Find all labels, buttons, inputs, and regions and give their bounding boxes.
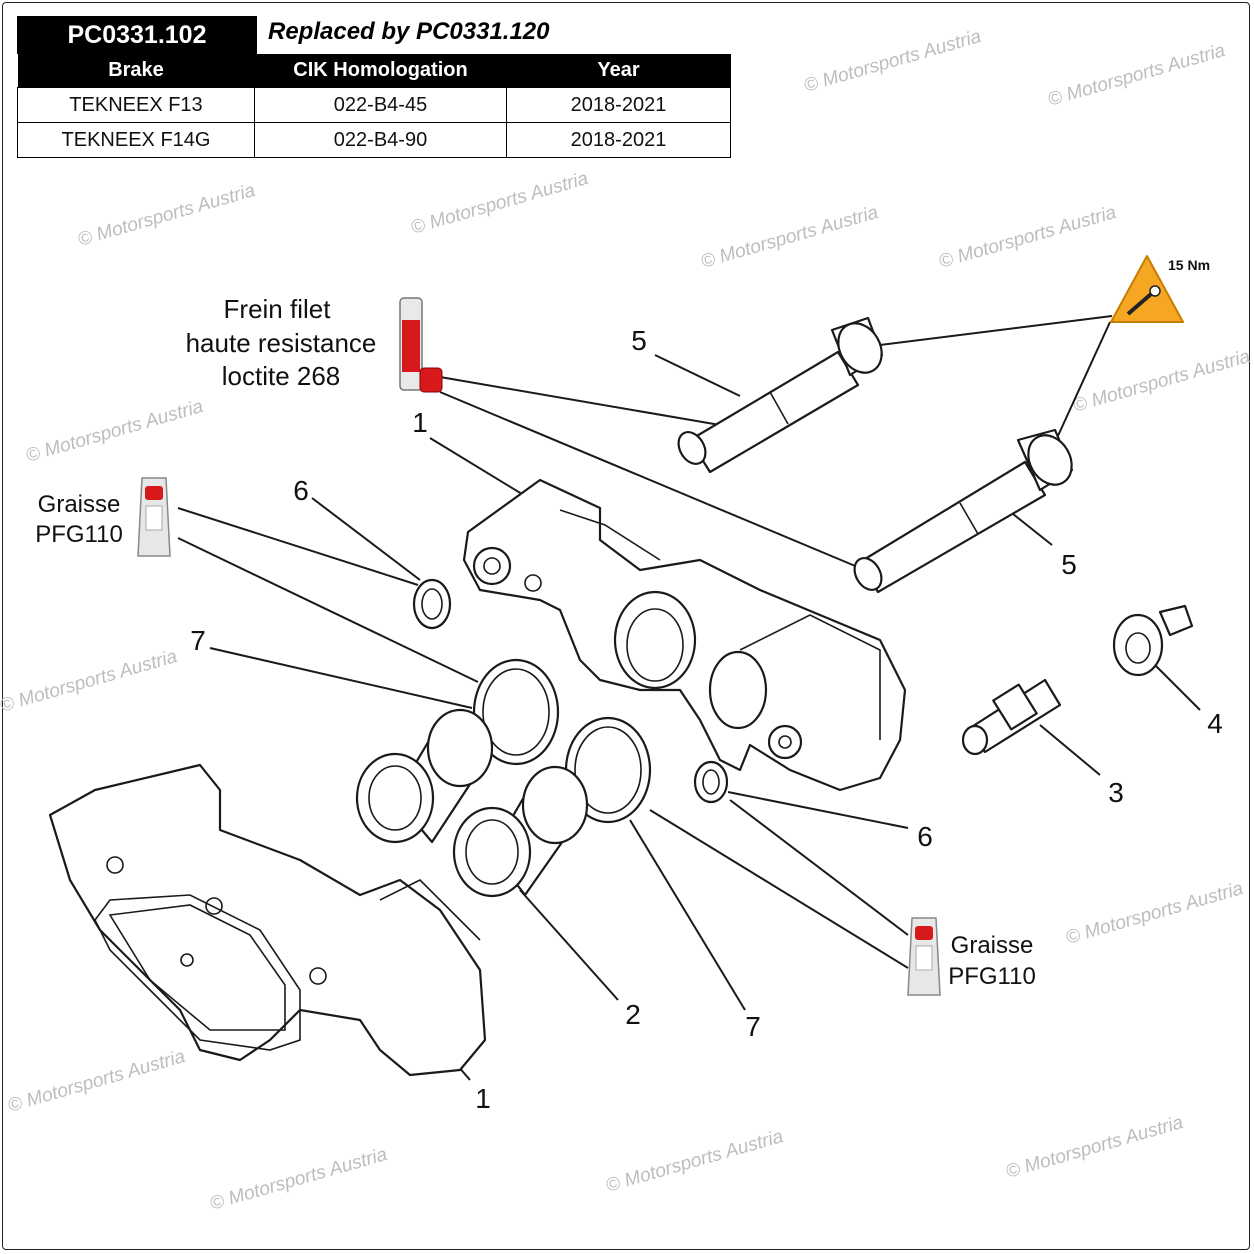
watermark: © Motorsports Austria: [604, 1126, 786, 1197]
caliper-upper: [462, 478, 907, 792]
cell-year: 2018-2021: [506, 87, 731, 123]
seal-ring-small-top: [412, 578, 452, 630]
grease-right-line-1: Graisse: [951, 932, 1034, 959]
cell-homologation: 022-B4-90: [254, 122, 507, 158]
grease-tube-right: [907, 917, 941, 996]
column-header-year: Year: [506, 54, 731, 88]
watermark: © Motorsports Austria: [0, 646, 180, 717]
piston-left: [355, 708, 494, 844]
grease-left-line-2: PFG110: [35, 521, 123, 548]
homologation-table: Brake CIK Homologation Year TEKNEEX F13 …: [17, 54, 731, 158]
cell-brake: TEKNEEX F13: [17, 87, 255, 123]
grease-note-right: Graisse PFG110: [948, 932, 1036, 990]
grease-right-line-2: PFG110: [948, 963, 1036, 990]
threadlock-line-2: haute resistance: [186, 328, 377, 358]
callout-4: 4: [1207, 708, 1223, 739]
threadlock-line-3: loctite 268: [222, 361, 341, 391]
threadlock-line-1: Frein filet: [224, 294, 332, 324]
watermark: © Motorsports Austria: [6, 1046, 188, 1117]
column-header-brake: Brake: [17, 54, 255, 88]
table-row: TEKNEEX F13 022-B4-45 2018-2021: [17, 87, 731, 123]
callout-1-bottom: 1: [475, 1083, 491, 1114]
callout-3: 3: [1108, 777, 1124, 808]
torque-value: 15 Nm: [1168, 257, 1210, 273]
watermark: © Motorsports Austria: [699, 202, 881, 273]
seal-ring-large-left: [472, 658, 560, 766]
leader-lines: [177, 315, 1201, 1081]
watermark: © Motorsports Austria: [76, 180, 258, 251]
caliper-lower: [48, 763, 487, 1077]
seal-ring-small-right: [693, 760, 729, 804]
column-header-homologation: CIK Homologation: [254, 54, 507, 88]
callout-2: 2: [625, 999, 641, 1030]
bolt-top: [677, 316, 884, 474]
watermark: © Motorsports Austria: [937, 202, 1119, 273]
watermark: © Motorsports Austria: [409, 168, 591, 239]
bolt-right: [853, 428, 1074, 594]
watermark: © Motorsports Austria: [1046, 40, 1228, 111]
threadlock-note: Frein filet haute resistance loctite 268: [186, 294, 377, 391]
callout-1-top: 1: [412, 407, 428, 438]
replaced-by-note: Replaced by PC0331.120: [268, 18, 550, 45]
bleed-screw: [961, 678, 1062, 756]
cell-year: 2018-2021: [506, 122, 731, 158]
torque-warning-icon: 15 Nm: [1110, 255, 1210, 323]
watermark: © Motorsports Austria: [1064, 878, 1246, 949]
watermark: © Motorsports Austria: [24, 396, 206, 467]
table-row: TEKNEEX F14G 022-B4-90 2018-2021: [17, 122, 731, 158]
grease-tube-left: [137, 477, 171, 557]
callout-5-right: 5: [1061, 549, 1077, 580]
grease-note-left: Graisse PFG110: [35, 491, 123, 548]
callout-7-left: 7: [190, 625, 206, 656]
grease-left-line-1: Graisse: [38, 491, 121, 518]
watermark: © Motorsports Austria: [208, 1144, 390, 1215]
callout-6-top: 6: [293, 475, 309, 506]
table-header-row: Brake CIK Homologation Year: [17, 54, 731, 88]
cell-homologation: 022-B4-45: [254, 87, 507, 123]
callout-numbers: 1 1 2 3 4 5 5 6 6 7 7: [190, 325, 1223, 1114]
callout-5-top: 5: [631, 325, 647, 356]
callout-7-bottom: 7: [745, 1011, 761, 1042]
part-code: PC0331.102: [17, 16, 257, 54]
watermark: © Motorsports Austria: [1071, 346, 1253, 417]
loctite-tube: [399, 297, 443, 393]
piston-right: [452, 765, 589, 898]
watermark: © Motorsports Austria: [802, 26, 984, 97]
cell-brake: TEKNEEX F14G: [17, 122, 255, 158]
watermark: © Motorsports Austria: [1004, 1112, 1186, 1183]
bleed-cap: [1112, 604, 1194, 677]
callout-6-right: 6: [917, 821, 933, 852]
